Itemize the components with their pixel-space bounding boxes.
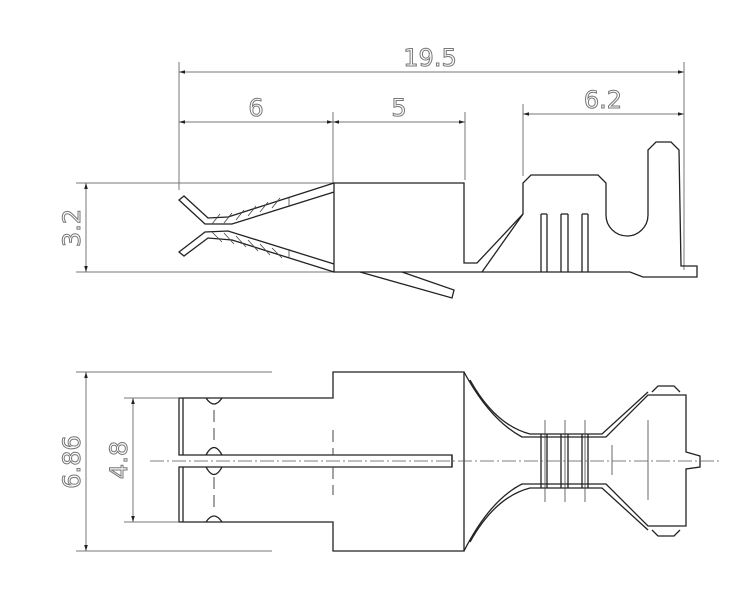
dimension-label: 3.2	[58, 209, 86, 247]
terminal-side-view	[177, 141, 698, 299]
terminal-bottom-view	[150, 371, 722, 552]
dimension-body-length: 5	[333, 94, 466, 180]
dimension-overall-width: 6.86	[58, 371, 272, 552]
dimension-contact-length: 6	[179, 94, 334, 183]
dimension-contact-width: 4.8	[105, 397, 178, 523]
dimension-label: 6.86	[58, 435, 86, 488]
dimension-height: 3.2	[58, 182, 334, 273]
dimension-label: 4.8	[105, 441, 133, 479]
dimension-label: 6	[248, 94, 263, 122]
dimension-label: 6.2	[584, 86, 622, 114]
dimension-overall-length: 19.5	[178, 44, 685, 270]
dimension-label: 19.5	[403, 44, 456, 72]
dimension-label: 5	[391, 94, 406, 122]
dimension-crimp-length: 6.2	[522, 86, 684, 176]
